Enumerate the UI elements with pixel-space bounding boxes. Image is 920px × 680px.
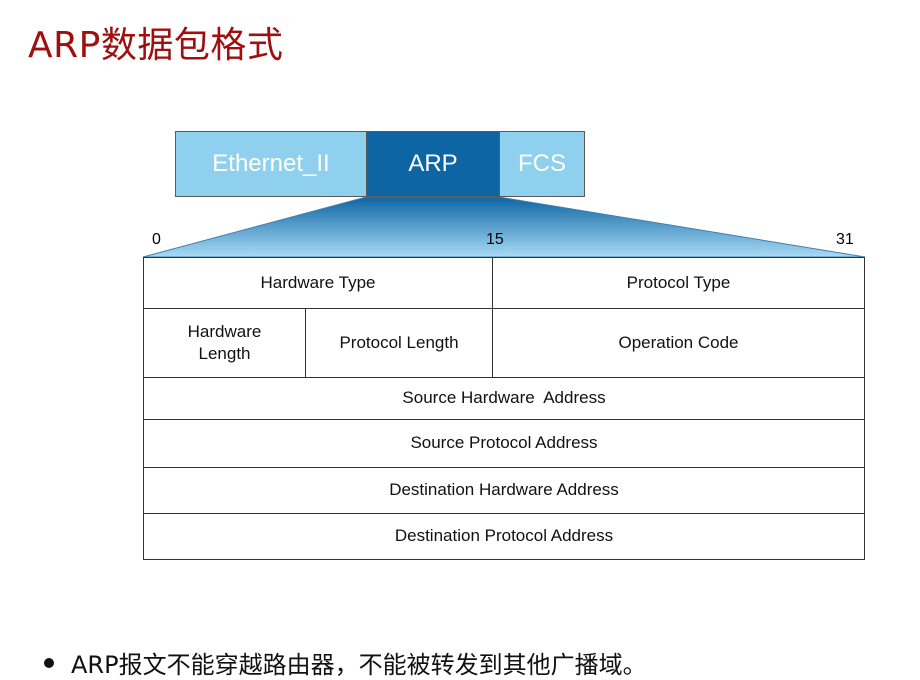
field-protocol-type: Protocol Type [492, 258, 864, 308]
field-source-protocol-address: Source Protocol Address [410, 433, 598, 453]
table-row: Source Hardware Address [144, 378, 864, 420]
bit-label-start: 0 [152, 231, 161, 248]
frame-segment-arp: ARP [366, 131, 500, 197]
bit-label-end: 31 [836, 231, 854, 248]
field-destination-hardware-address: Destination Hardware Address [389, 480, 619, 500]
field-operation-code: Operation Code [492, 309, 864, 377]
bullet-dot-icon [44, 657, 54, 668]
note-text: ARP报文不能穿越路由器，不能被转发到其他广播域。 [71, 651, 647, 679]
table-row: Source Protocol Address [144, 420, 864, 468]
frame-segment-ethernet: Ethernet_II [175, 131, 367, 197]
field-hardware-length: Hardware Length [187, 321, 262, 363]
table-row: Destination Hardware Address [144, 468, 864, 514]
table-row: Hardware Length Protocol Length Operatio… [144, 309, 864, 378]
field-hardware-type: Hardware Type [260, 272, 376, 292]
note-bullet: ARP报文不能穿越路由器，不能被转发到其他广播域。 [44, 645, 647, 680]
page-title: ARP数据包格式 [28, 25, 284, 66]
table-row: Destination Protocol Address [144, 514, 864, 559]
bit-label-mid: 15 [486, 231, 504, 248]
field-source-hardware-address: Source Hardware Address [402, 388, 606, 408]
field-protocol-length: Protocol Length [305, 309, 492, 377]
field-destination-protocol-address: Destination Protocol Address [394, 526, 614, 546]
arp-field-table: Hardware Type Protocol Type Hardware Len… [143, 257, 865, 560]
frame-segment-fcs: FCS [499, 131, 585, 197]
table-row: Hardware Type Protocol Type [144, 258, 864, 309]
